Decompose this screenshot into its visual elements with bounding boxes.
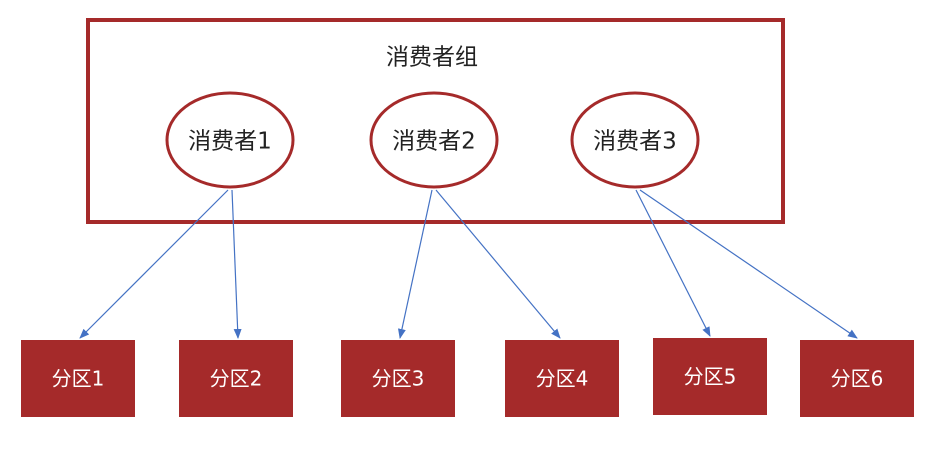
consumer-1: 消费者1 [165, 91, 295, 189]
partition-6: 分区6 [800, 340, 914, 417]
consumer-3: 消费者3 [570, 91, 700, 189]
consumer-1-ellipse [165, 91, 295, 189]
arrow-consumer3-to-partition5 [635, 189, 711, 337]
partition-5: 分区5 [653, 338, 767, 415]
partition-1: 分区1 [21, 340, 135, 417]
consumer-3-ellipse [570, 91, 700, 189]
consumer-group-label: 消费者组 [386, 45, 478, 71]
partition-6-box [800, 340, 914, 417]
partition-1-box [21, 340, 135, 417]
arrow-consumer2-to-partition4 [435, 189, 561, 339]
assignment-arrows [79, 189, 858, 339]
partition-4-box [505, 340, 619, 417]
partition-4-label: 分区4 [536, 367, 589, 391]
arrow-consumer1-to-partition1 [79, 189, 229, 339]
partition-2-label: 分区2 [210, 367, 263, 391]
partition-3: 分区3 [341, 340, 455, 417]
consumer-1-label: 消费者1 [188, 129, 272, 155]
consumer-group-box [86, 18, 785, 224]
partition-5-box [653, 338, 767, 415]
partition-2: 分区2 [179, 340, 293, 417]
arrow-consumer1-to-partition2 [231, 189, 242, 339]
consumer-2-label: 消费者2 [392, 129, 476, 155]
partition-6-label: 分区6 [831, 367, 884, 391]
consumer-2-ellipse [369, 91, 499, 189]
partition-4: 分区4 [505, 340, 619, 417]
partition-3-box [341, 340, 455, 417]
partition-3-label: 分区3 [372, 367, 425, 391]
partition-5-label: 分区5 [684, 365, 737, 389]
partition-1-label: 分区1 [52, 367, 105, 391]
consumer-2: 消费者2 [369, 91, 499, 189]
arrow-consumer2-to-partition3 [397, 189, 433, 339]
partition-2-box [179, 340, 293, 417]
arrow-consumer3-to-partition6 [639, 189, 858, 339]
consumer-3-label: 消费者3 [593, 129, 677, 155]
